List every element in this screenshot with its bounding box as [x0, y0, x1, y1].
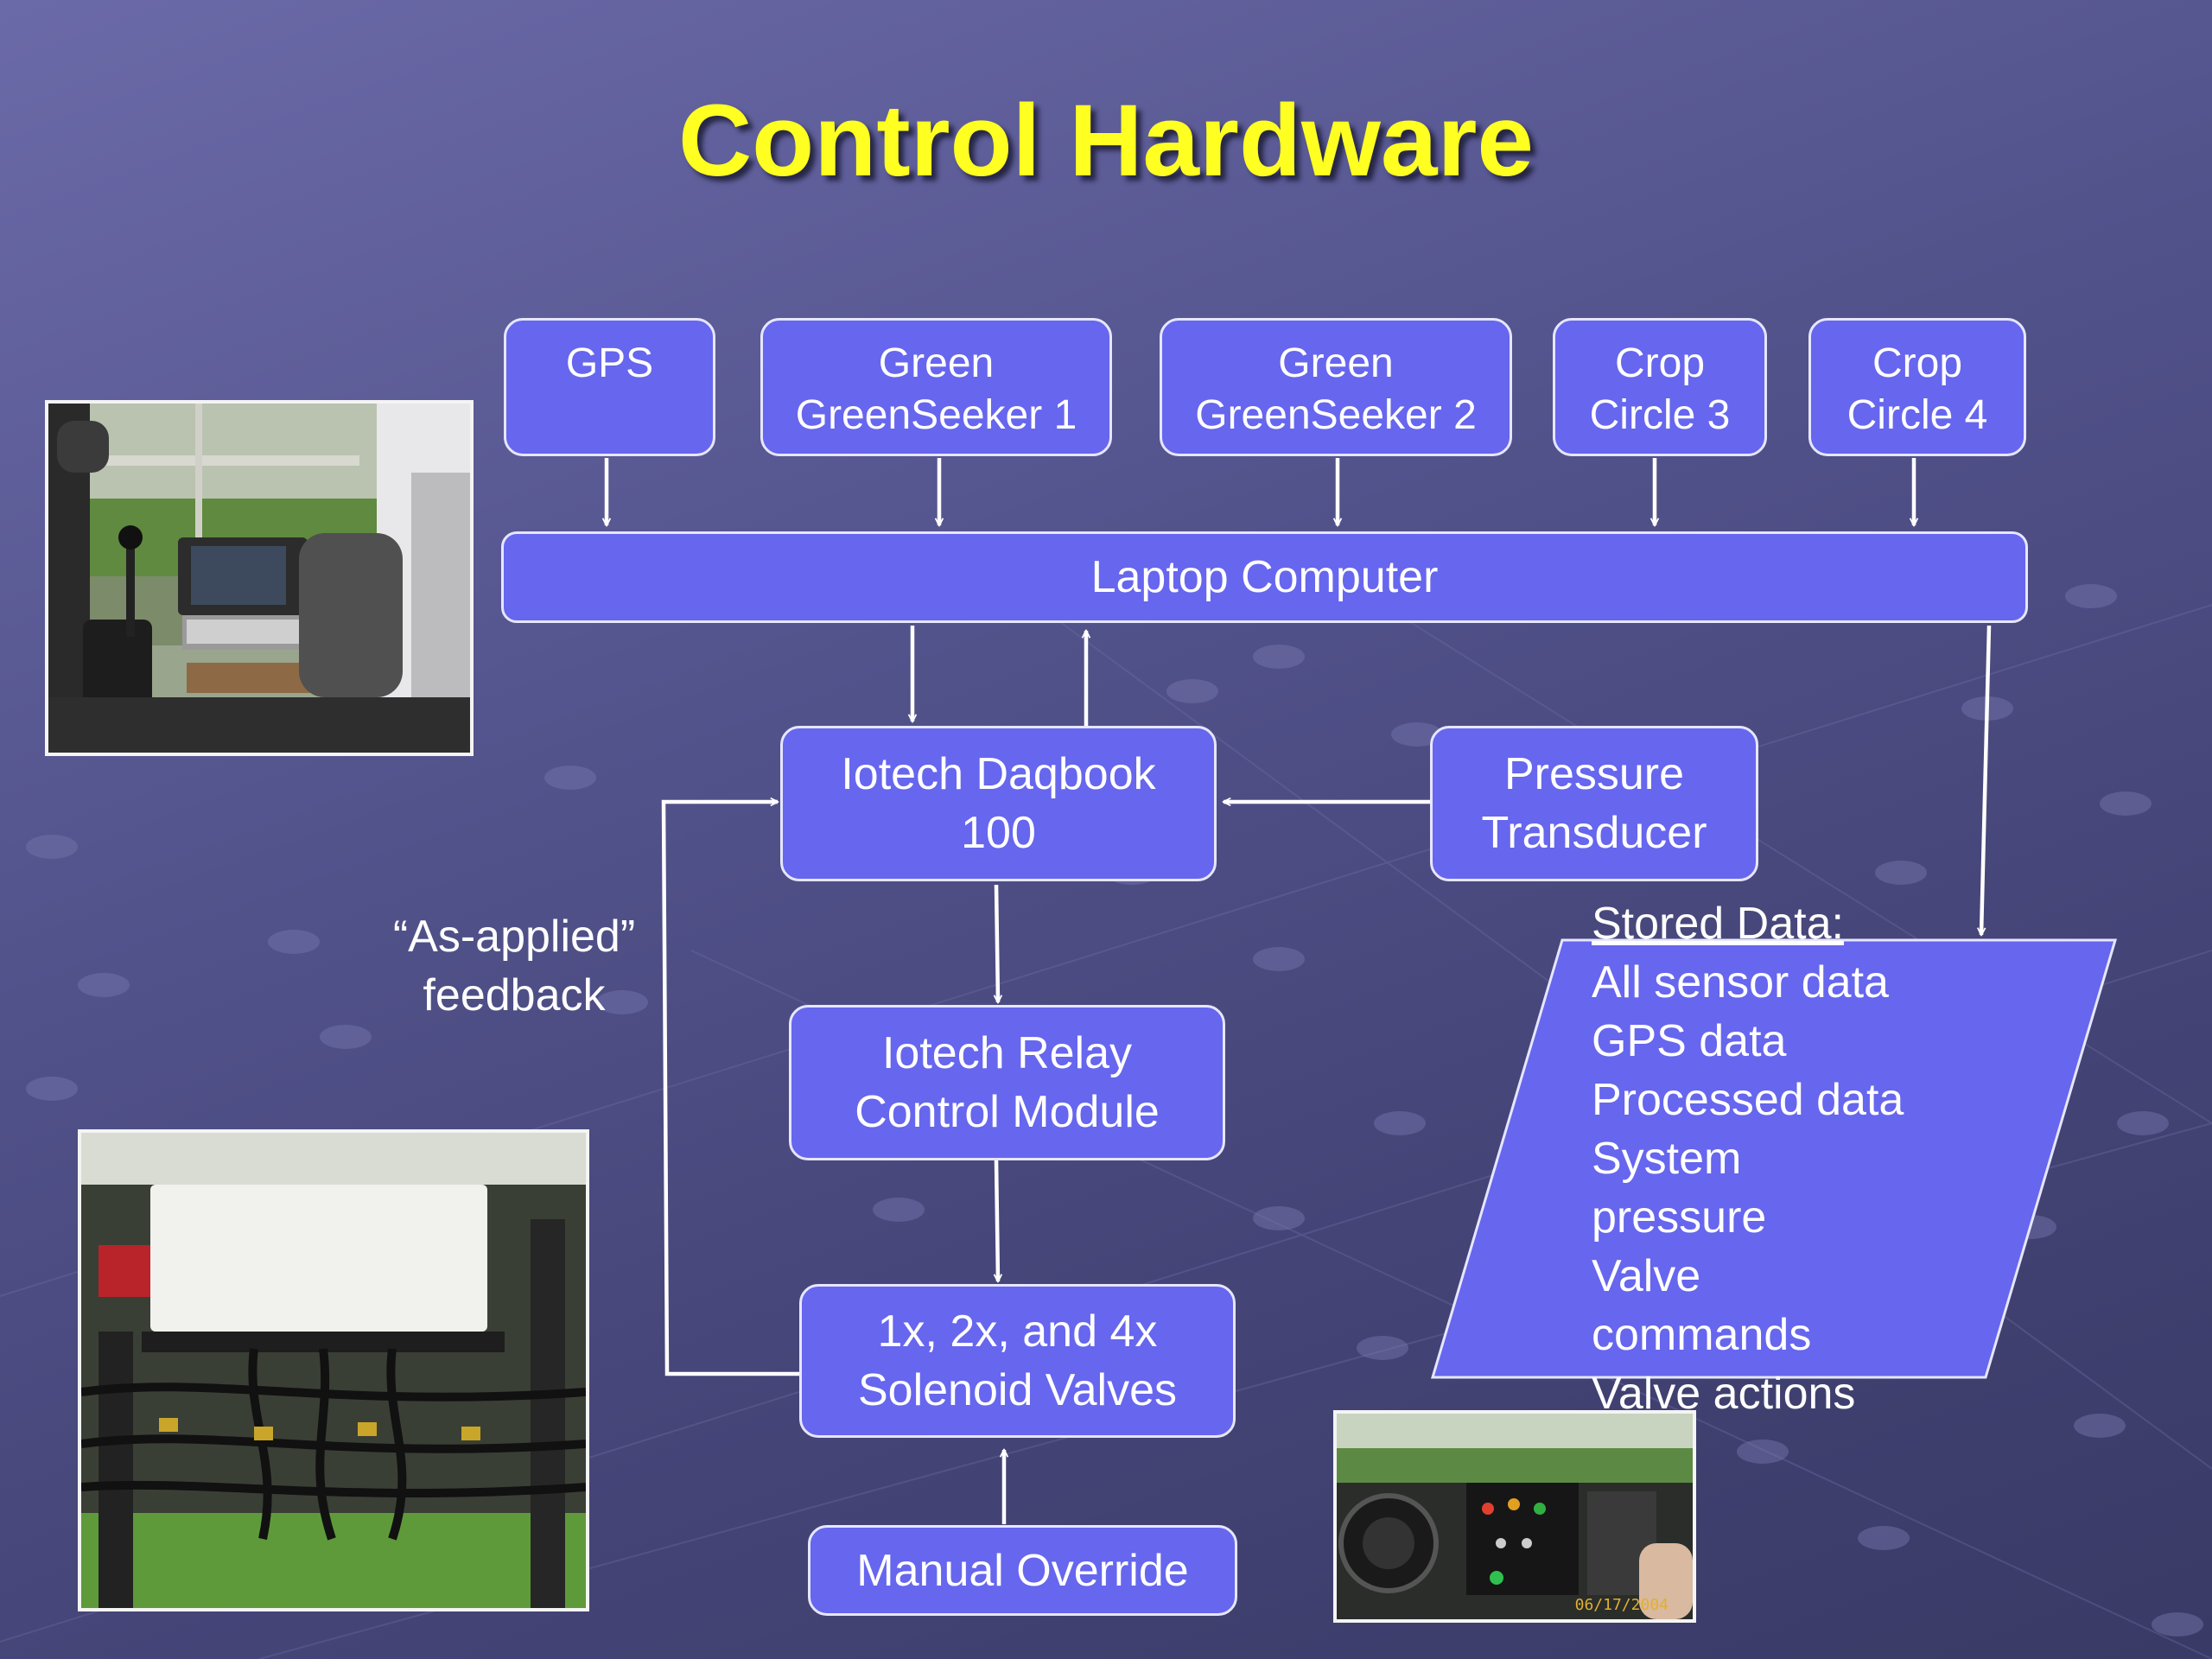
feedback-line1: “As-applied” — [392, 912, 636, 962]
control-box-image — [1337, 1414, 1693, 1619]
pressure-transducer-line1: Pressure — [1503, 749, 1685, 799]
stored-data-heading: Stored Data: — [1592, 899, 1844, 949]
gps-box: GPS — [504, 318, 715, 456]
crop-circle-4-line1: Crop — [1872, 340, 1963, 386]
laptop-cab-image — [48, 404, 470, 753]
laptop-cab-photo — [45, 400, 474, 756]
crop-circle-3-box: Crop Circle 3 — [1553, 318, 1767, 456]
greenseeker-2-line1: Green — [1278, 340, 1394, 386]
stored-data-item: System — [1592, 1134, 1742, 1184]
manual-override-label: Manual Override — [856, 1545, 1189, 1596]
daqbook-box: Iotech Daqbook 100 — [780, 726, 1217, 881]
laptop-computer-box: Laptop Computer — [501, 531, 2028, 623]
stored-data-list: Stored Data: All sensor data GPS data Pr… — [1592, 894, 1904, 1423]
stored-data-item: Valve — [1592, 1251, 1701, 1301]
crop-circle-4-box: Crop Circle 4 — [1808, 318, 2026, 456]
stored-data-item: Processed data — [1592, 1075, 1904, 1125]
relay-module-line2: Control Module — [855, 1087, 1160, 1137]
crop-circle-3-line1: Crop — [1614, 340, 1706, 386]
as-applied-feedback-label: “As-applied” feedback — [341, 907, 687, 1025]
crop-circle-4-line2: Circle 4 — [1847, 392, 1988, 438]
arrow-relay-valves — [993, 1160, 1003, 1283]
greenseeker-1-line1: Green — [878, 340, 995, 386]
greenseeker-2-line2: GreenSeeker 2 — [1195, 392, 1477, 438]
crop-circle-3-line2: Circle 3 — [1589, 392, 1731, 438]
laptop-computer-label: Laptop Computer — [1090, 552, 1439, 602]
stored-data-item: GPS data — [1592, 1016, 1787, 1066]
stored-data-item: All sensor data — [1592, 957, 1889, 1007]
greenseeker-1-line2: GreenSeeker 1 — [795, 392, 1077, 438]
arrow-daqbook-relay — [993, 884, 1003, 1004]
relay-module-box: Iotech Relay Control Module — [789, 1005, 1225, 1160]
valve-assembly-photo — [78, 1129, 589, 1611]
stored-data-item: Valve actions — [1592, 1369, 1856, 1419]
pressure-transducer-line2: Transducer — [1481, 808, 1707, 858]
feedback-line2: feedback — [423, 970, 606, 1020]
arrow-laptop-stored — [1977, 625, 1992, 937]
relay-module-line1: Iotech Relay — [881, 1028, 1133, 1078]
arrow-feedback-loop — [661, 797, 799, 1376]
daqbook-line1: Iotech Daqbook — [841, 749, 1156, 799]
solenoid-valves-line1: 1x, 2x, and 4x — [877, 1306, 1158, 1357]
valve-assembly-image — [81, 1133, 586, 1608]
stored-data-item: pressure — [1592, 1192, 1767, 1243]
photo-date-stamp: 06/17/2004 — [1574, 1596, 1669, 1614]
gps-label: GPS — [565, 340, 654, 386]
stored-data-parallelogram — [1430, 938, 2118, 1379]
pressure-transducer-box: Pressure Transducer — [1430, 726, 1758, 881]
manual-override-box: Manual Override — [808, 1525, 1237, 1616]
solenoid-valves-line2: Solenoid Valves — [857, 1365, 1178, 1415]
greenseeker-2-box: Green GreenSeeker 2 — [1160, 318, 1512, 456]
slide-title: Control Hardware — [677, 84, 1535, 198]
solenoid-valves-box: 1x, 2x, and 4x Solenoid Valves — [799, 1284, 1236, 1438]
greenseeker-1-box: Green GreenSeeker 1 — [760, 318, 1112, 456]
daqbook-line2: 100 — [961, 808, 1036, 858]
control-box-photo: 06/17/2004 — [1333, 1410, 1696, 1623]
stored-data-item: commands — [1592, 1310, 1812, 1360]
